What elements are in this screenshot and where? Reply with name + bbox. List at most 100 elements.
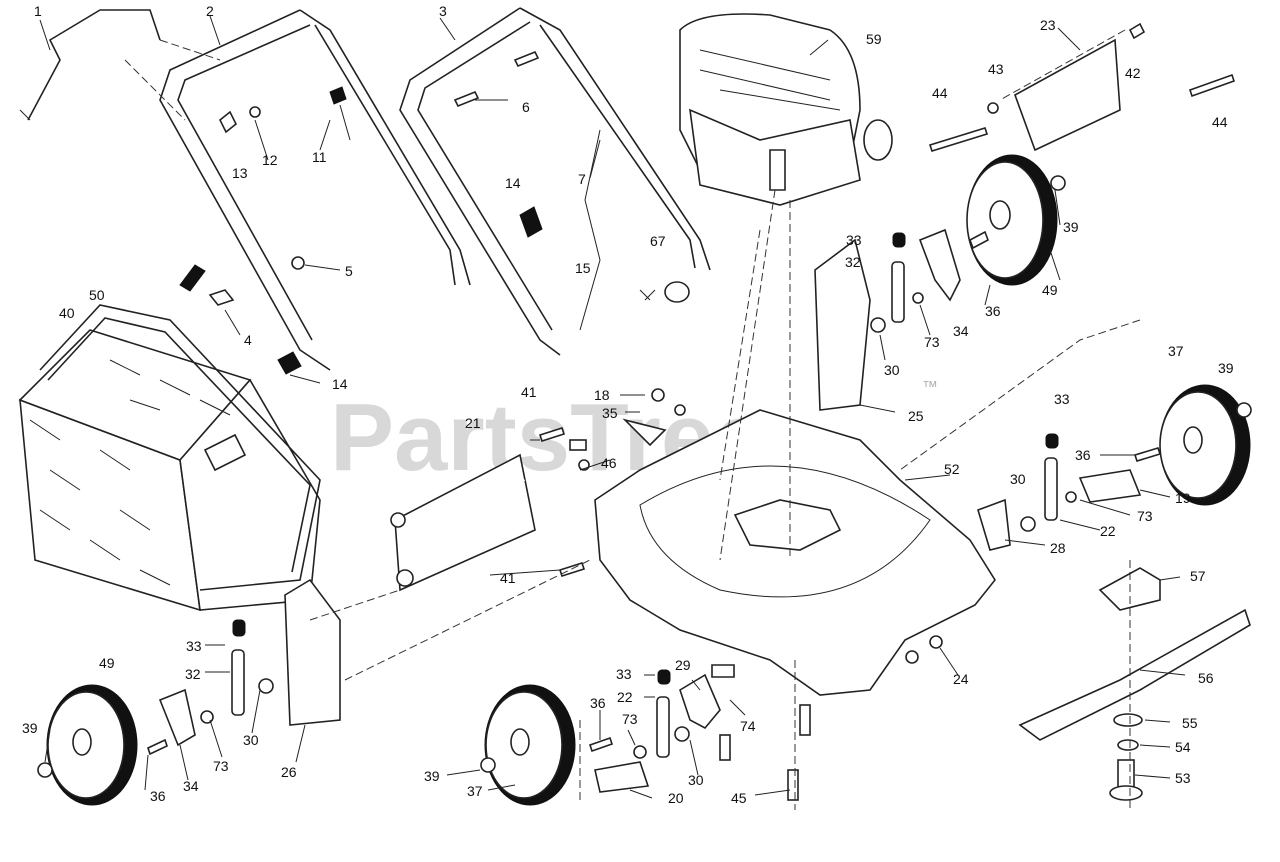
callout-44-a: 44 xyxy=(932,85,948,101)
axle-bracket-part-29[interactable] xyxy=(679,673,721,730)
handle-hardware xyxy=(179,50,690,375)
axle-bracket-part-34[interactable] xyxy=(158,228,961,747)
callout-20: 20 xyxy=(668,790,684,806)
callout-14-b: 14 xyxy=(332,376,348,392)
wheel-part-37-bottom[interactable] xyxy=(484,684,576,806)
callout-37-b: 37 xyxy=(467,783,483,799)
engine-part-59[interactable] xyxy=(679,13,893,206)
blade-hardware[interactable] xyxy=(1109,713,1143,801)
axle-bracket-part-20[interactable] xyxy=(594,761,650,793)
callout-56: 56 xyxy=(1198,670,1214,686)
callout-30-d: 30 xyxy=(688,772,704,788)
callout-59: 59 xyxy=(866,31,882,47)
callout-23: 23 xyxy=(1040,17,1056,33)
callout-37-a: 37 xyxy=(1168,343,1184,359)
callout-7: 7 xyxy=(578,171,586,187)
callout-1: 1 xyxy=(34,3,42,19)
callout-28: 28 xyxy=(1050,540,1066,556)
axle-bracket-part-19[interactable] xyxy=(1078,469,1142,503)
callout-73-c: 73 xyxy=(213,758,229,774)
upper-handle-part-2[interactable] xyxy=(159,9,471,371)
levers[interactable] xyxy=(231,232,1059,758)
callout-12: 12 xyxy=(262,152,278,168)
deck-part-52[interactable] xyxy=(594,409,996,696)
callout-73-b: 73 xyxy=(1137,508,1153,524)
callout-15: 15 xyxy=(575,260,591,276)
callout-32-a: 32 xyxy=(845,254,861,270)
callout-33-a: 33 xyxy=(846,232,862,248)
callout-54: 54 xyxy=(1175,739,1191,755)
callout-33-b: 33 xyxy=(1054,391,1070,407)
callout-30-a: 30 xyxy=(884,362,900,378)
callout-33-c: 33 xyxy=(186,638,202,654)
leader-lines xyxy=(39,15,1186,810)
callout-36-c: 36 xyxy=(150,788,166,804)
callout-73-a: 73 xyxy=(924,334,940,350)
callout-13: 13 xyxy=(232,165,248,181)
callout-3: 3 xyxy=(439,3,447,19)
lower-handle-part-3[interactable] xyxy=(399,7,711,356)
wheel-part-49-top[interactable] xyxy=(966,154,1058,286)
callout-73-d: 73 xyxy=(622,711,638,727)
callout-25: 25 xyxy=(908,408,924,424)
callout-44-b: 44 xyxy=(1212,114,1228,130)
callout-6: 6 xyxy=(522,99,530,115)
cable-part-1[interactable] xyxy=(19,9,161,121)
callout-26: 26 xyxy=(281,764,297,780)
bracket-part-28[interactable] xyxy=(977,498,1011,551)
callout-50: 50 xyxy=(89,287,105,303)
rear-deflector-part-21[interactable] xyxy=(390,453,536,592)
callout-40: 40 xyxy=(59,305,75,321)
callout-67: 67 xyxy=(650,233,666,249)
callout-2: 2 xyxy=(206,3,214,19)
callout-22-b: 22 xyxy=(617,689,633,705)
callout-29: 29 xyxy=(675,657,691,673)
grass-bag-part-40[interactable] xyxy=(18,329,321,612)
watermark-trademark: ™ xyxy=(922,379,938,396)
callout-36-b: 36 xyxy=(1075,447,1091,463)
callout-18: 18 xyxy=(594,387,610,403)
callout-4: 4 xyxy=(244,332,252,348)
callout-39-b: 39 xyxy=(1218,360,1234,376)
callout-49-a: 49 xyxy=(1042,282,1058,298)
callout-39-c: 39 xyxy=(22,720,38,736)
height-adjuster-part-26[interactable] xyxy=(284,578,341,726)
callout-36-d: 36 xyxy=(590,695,606,711)
callout-35: 35 xyxy=(602,405,618,421)
callout-43: 43 xyxy=(988,61,1004,77)
height-adjuster-part-25[interactable] xyxy=(814,238,871,411)
callout-52: 52 xyxy=(944,461,960,477)
callout-30-b: 30 xyxy=(1010,471,1026,487)
wheel-part-37-right[interactable] xyxy=(1159,384,1251,506)
callout-39-d: 39 xyxy=(424,768,440,784)
callout-5: 5 xyxy=(345,263,353,279)
callout-36-a: 36 xyxy=(985,303,1001,319)
wheel-part-49-left[interactable] xyxy=(46,684,138,806)
callout-42: 42 xyxy=(1125,65,1141,81)
callout-32-b: 32 xyxy=(185,666,201,682)
callout-34-a: 34 xyxy=(953,323,969,339)
callout-49-b: 49 xyxy=(99,655,115,671)
callout-33-d: 33 xyxy=(616,666,632,682)
bag-frame-part-50[interactable] xyxy=(39,304,321,591)
blade-part-56[interactable] xyxy=(1018,608,1251,741)
callout-11: 11 xyxy=(312,149,327,165)
callout-57: 57 xyxy=(1190,568,1206,584)
callout-21: 21 xyxy=(465,415,481,431)
side-door-part-23[interactable] xyxy=(1014,22,1146,152)
callout-14-a: 14 xyxy=(505,175,521,191)
callout-19: 19 xyxy=(1175,490,1191,506)
callout-30-c: 30 xyxy=(243,732,259,748)
callout-46: 46 xyxy=(601,455,617,471)
callout-74: 74 xyxy=(740,718,756,734)
callout-34-b: 34 xyxy=(183,778,199,794)
callout-24: 24 xyxy=(953,671,969,687)
bolts-and-nuts xyxy=(37,73,1252,801)
callout-39-a: 39 xyxy=(1063,219,1079,235)
callout-labels: 1 2 3 4 5 6 7 11 12 13 14 14 15 18 19 20… xyxy=(22,3,1234,806)
callout-55: 55 xyxy=(1182,715,1198,731)
callout-41-a: 41 xyxy=(521,384,537,400)
callout-22-a: 22 xyxy=(1100,523,1116,539)
callout-53: 53 xyxy=(1175,770,1191,786)
